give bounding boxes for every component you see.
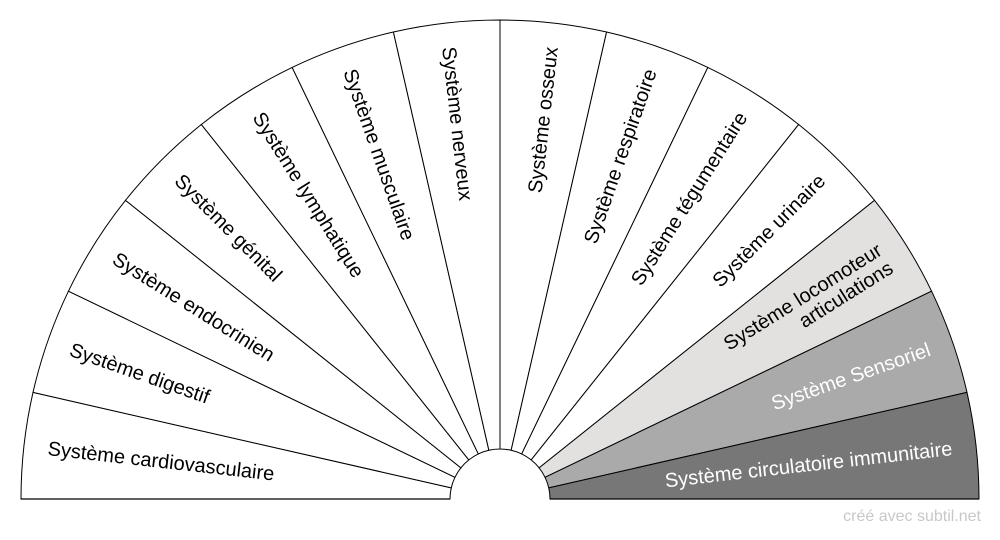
credit-text: créé avec subtil.net	[843, 508, 981, 525]
fan-sectors	[20, 19, 980, 500]
